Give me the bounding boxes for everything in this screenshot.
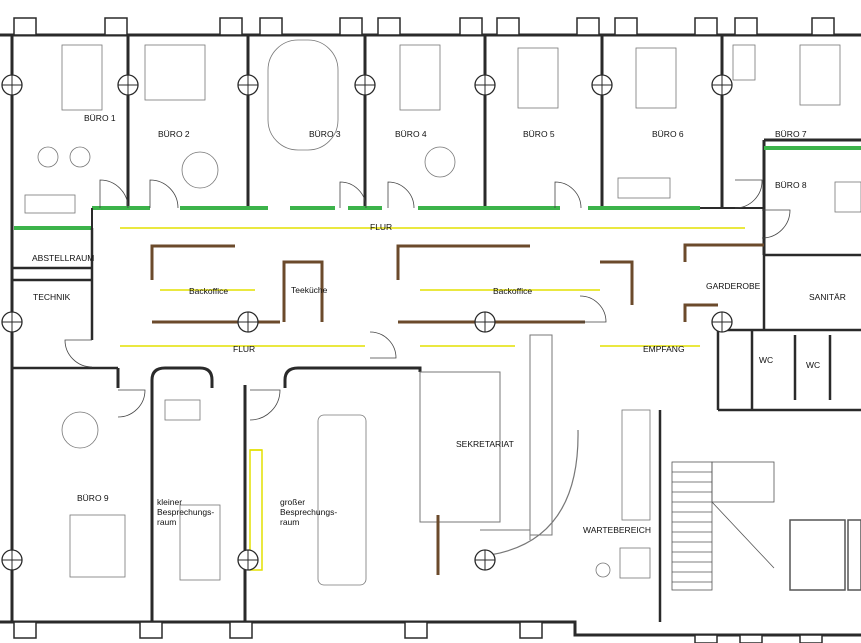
structural-columns	[1, 74, 733, 571]
backoffice-cabinets	[150, 243, 764, 324]
room-label-buero-8: BÜRO 8	[775, 180, 807, 190]
facade-piers-top	[13, 17, 835, 36]
room-label-sanitaer: SANITÄR	[809, 292, 846, 302]
room-label-flur-bottom: FLUR	[233, 344, 256, 354]
facade-piers-bottom	[13, 621, 823, 643]
room-label-buero-3: BÜRO 3	[309, 129, 341, 139]
room-label-buero-1: BÜRO 1	[84, 113, 116, 123]
room-label-wc-2: WC	[806, 360, 821, 370]
secretariat-desks	[419, 334, 579, 556]
room-label-buero-5: BÜRO 5	[523, 129, 555, 139]
staircase	[671, 461, 861, 591]
room-label-empfang: EMPFANG	[643, 344, 685, 354]
corridor-glass-wall	[14, 146, 861, 230]
room-label-abstellraum: ABSTELLRAUM	[32, 253, 95, 263]
room-label-sekretariat: SEKRETARIAT	[456, 439, 514, 449]
corridor-markings	[120, 227, 745, 451]
door-swings	[64, 179, 791, 421]
room-label-wartebereich: WARTEBEREICH	[583, 525, 652, 535]
room-label-buero-6: BÜRO 6	[652, 129, 684, 139]
office-partitions	[126, 35, 861, 255]
room-label-buero-4: BÜRO 4	[395, 129, 427, 139]
room-label-wc-1: WC	[759, 355, 774, 365]
room-label-buero-9: BÜRO 9	[77, 493, 109, 503]
lower-room-walls	[116, 366, 422, 622]
sanitary-walls	[658, 253, 861, 622]
room-label-garderobe: GARDEROBE	[706, 281, 761, 291]
meeting-room-glazing	[249, 449, 263, 571]
corridor-wall-top	[91, 207, 764, 228]
room-label-teekueche: Teeküche	[291, 285, 328, 295]
room-label-backoffice-right: Backoffice	[493, 286, 533, 296]
room-label-buero-7: BÜRO 7	[775, 129, 807, 139]
room-label-grosser-besprechungsraum: großer Besprechungs-raum	[280, 497, 338, 527]
office-furniture	[24, 39, 861, 586]
room-label-buero-2: BÜRO 2	[158, 129, 190, 139]
left-service-rooms	[12, 228, 118, 370]
room-label-kleiner-besprechungsraum: kleiner Besprechungs-raum	[157, 497, 215, 527]
room-label-technik: TECHNIK	[33, 292, 71, 302]
room-label-flur-top: FLUR	[370, 222, 393, 232]
room-label-backoffice-left: Backoffice	[189, 286, 229, 296]
